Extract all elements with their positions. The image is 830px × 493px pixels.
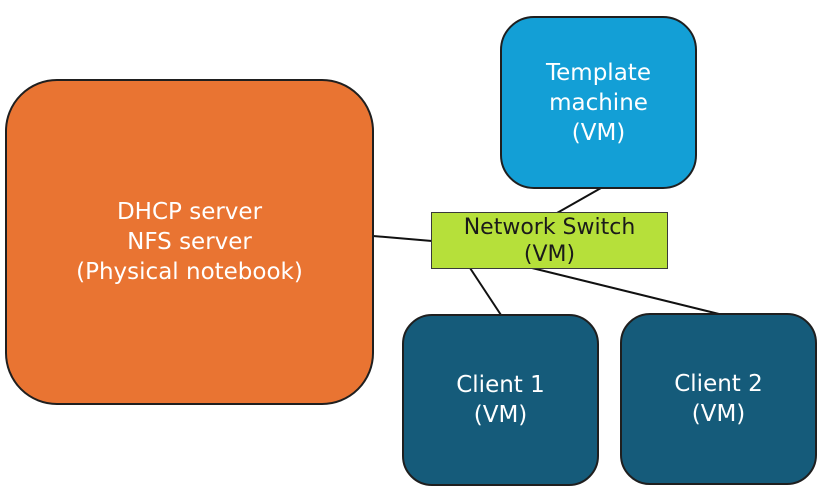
nfs-label: NFS server — [127, 229, 252, 255]
dhcp-nfs-server-node: DHCP server NFS server (Physical noteboo… — [5, 79, 374, 405]
template-machine-node: Template machine (VM) — [500, 16, 697, 189]
switch-vm-label: (VM) — [523, 241, 576, 267]
client-1-vm-label: (VM) — [473, 402, 528, 428]
dhcp-label: DHCP server — [116, 199, 263, 225]
network-switch-label: Network Switch — [463, 214, 636, 240]
client-1-node: Client 1 (VM) — [402, 314, 599, 486]
template-label: Template — [546, 59, 651, 86]
client-1-label: Client 1 — [456, 372, 545, 398]
edge-switch-client1 — [469, 267, 502, 316]
physical-notebook-label: (Physical notebook) — [76, 259, 303, 285]
client-2-label: Client 2 — [674, 371, 763, 397]
edge-template-switch — [556, 187, 602, 214]
template-vm-label: (VM) — [571, 119, 626, 146]
client-2-vm-label: (VM) — [691, 401, 746, 427]
edge-dhcp-switch — [372, 235, 433, 242]
network-switch-node: Network Switch (VM) — [431, 212, 668, 269]
edge-switch-client2 — [531, 267, 720, 315]
client-2-node: Client 2 (VM) — [620, 313, 817, 485]
machine-label: machine — [549, 89, 648, 116]
